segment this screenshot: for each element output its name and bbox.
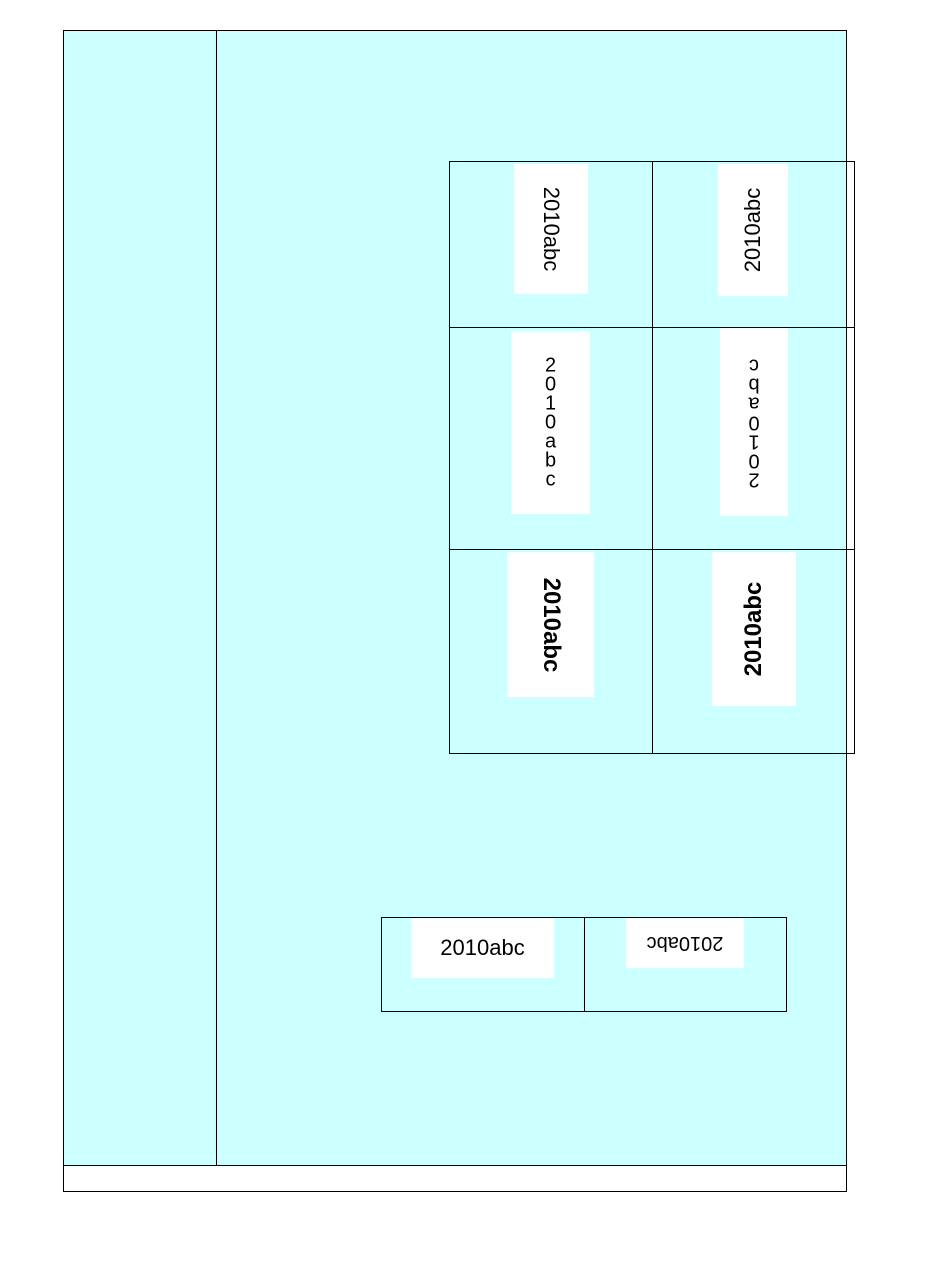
table-row-divider [450, 327, 854, 328]
main-content-column: 2010abc 2010abc 2 0 1 0 a b c [217, 31, 846, 1165]
table-cell-text-box: 2010abc [712, 552, 796, 706]
cell-text-stacked-upside-down: 2 0 1 0 a b c [748, 356, 759, 489]
stacked-char: 2 [748, 470, 759, 489]
table-row-divider [450, 549, 854, 550]
stacked-char: b [748, 375, 759, 394]
cell-text-upside-down: 2010abc [647, 933, 724, 953]
cell-text-rotated-cw-bold: 2010abc [539, 577, 563, 672]
table-cell-text-box: 2010abc [411, 918, 554, 978]
stacked-char: 0 [748, 451, 759, 470]
table-cell-text-box: 2010abc [514, 164, 588, 294]
table-column-divider [584, 918, 585, 1011]
footer-row [64, 1165, 846, 1191]
table-column-divider [652, 162, 653, 753]
stacked-char: 1 [748, 432, 759, 451]
stacked-char: 0 [748, 413, 759, 432]
table-cell-text-box: 2010abc [718, 164, 788, 296]
table-cell-text-box: 2010abc [507, 552, 594, 697]
table-cell-text-box: 2 0 1 0 a b c [511, 331, 590, 514]
cell-text-rotated-cw: 2010abc [540, 187, 562, 271]
stacked-char: a [748, 394, 759, 413]
rotated-text-table: 2010abc 2010abc 2 0 1 0 a b c [449, 161, 855, 754]
cell-text-rotated-ccw-bold: 2010abc [742, 582, 766, 677]
cell-text-stacked: 2 0 1 0 a b c [545, 356, 556, 489]
left-margin-column [64, 31, 217, 1165]
table-cell-text-box: 2 0 1 0 a b c [720, 328, 788, 516]
stacked-char: c [546, 470, 556, 489]
stacked-char: c [749, 356, 759, 375]
cell-text-horizontal: 2010abc [440, 937, 524, 959]
cell-text-rotated-ccw: 2010abc [742, 188, 764, 272]
table-cell-text-box: 2010abc [626, 918, 744, 968]
horizontal-text-table: 2010abc 2010abc [381, 917, 787, 1012]
document-page: 2010abc 2010abc 2 0 1 0 a b c [63, 30, 847, 1192]
